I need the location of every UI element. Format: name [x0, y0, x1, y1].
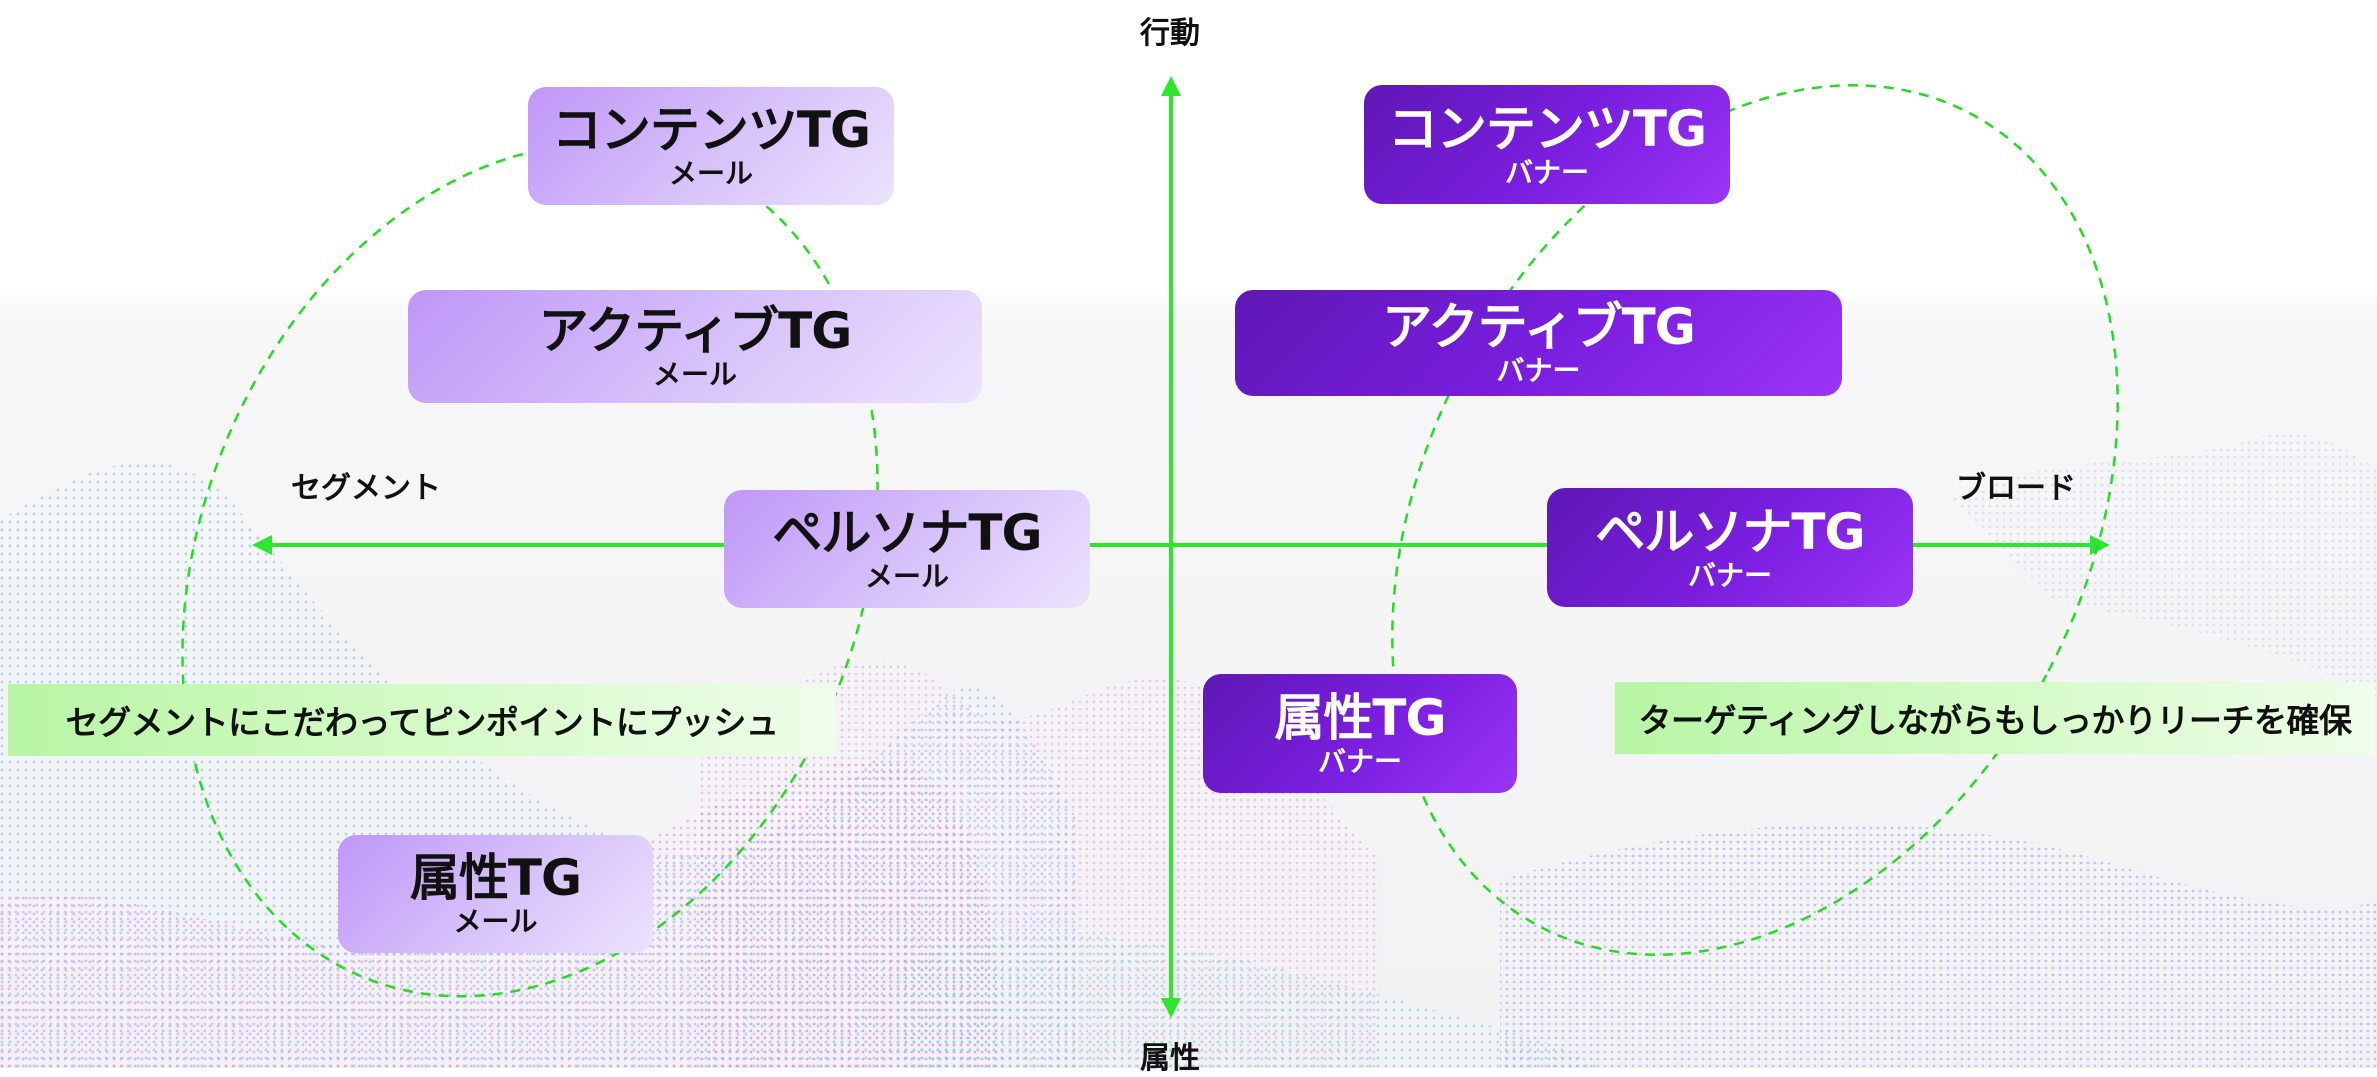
box-subtitle: メール — [652, 357, 737, 391]
axis-label-right: ブロード — [1956, 471, 2076, 506]
contents-tg-banner-box: コンテンツTG バナー — [1364, 85, 1730, 204]
box-subtitle: メール — [864, 560, 949, 593]
broad-callout: ターゲティングしながらもしっかりリーチを確保 — [1615, 682, 2375, 754]
box-title: 属性TG — [409, 849, 582, 907]
box-subtitle: メール — [453, 905, 538, 938]
attribute-tg-mail-box: 属性TG メール — [338, 835, 653, 953]
active-tg-banner-box: アクティブTG バナー — [1235, 290, 1842, 396]
box-subtitle: バナー — [1317, 744, 1402, 778]
axis-label-top: 行動 — [1140, 16, 1200, 51]
box-subtitle: メール — [668, 157, 753, 190]
persona-tg-banner-box: ペルソナTG バナー — [1547, 488, 1913, 607]
box-title: アクティブTG — [1382, 298, 1696, 356]
box-title: コンテンツTG — [551, 101, 871, 159]
persona-tg-mail-box: ペルソナTG メール — [724, 490, 1090, 608]
segment-callout: セグメントにこだわってピンポイントにプッシュ — [8, 684, 836, 756]
box-subtitle: バナー — [1504, 155, 1589, 189]
box-title: ペルソナTG — [1595, 502, 1865, 561]
box-title: 属性TG — [1274, 688, 1446, 747]
box-subtitle: バナー — [1687, 558, 1772, 592]
axis-label-left: セグメント — [291, 471, 441, 506]
box-title: アクティブTG — [538, 301, 853, 360]
attribute-tg-banner-box: 属性TG バナー — [1203, 674, 1517, 793]
axis-label-bottom: 属性 — [1140, 1041, 1200, 1076]
active-tg-mail-box: アクティブTG メール — [408, 290, 982, 403]
box-subtitle: バナー — [1496, 354, 1581, 387]
contents-tg-mail-box: コンテンツTG メール — [528, 87, 894, 205]
box-title: ペルソナTG — [772, 504, 1042, 562]
box-title: コンテンツTG — [1387, 99, 1707, 158]
